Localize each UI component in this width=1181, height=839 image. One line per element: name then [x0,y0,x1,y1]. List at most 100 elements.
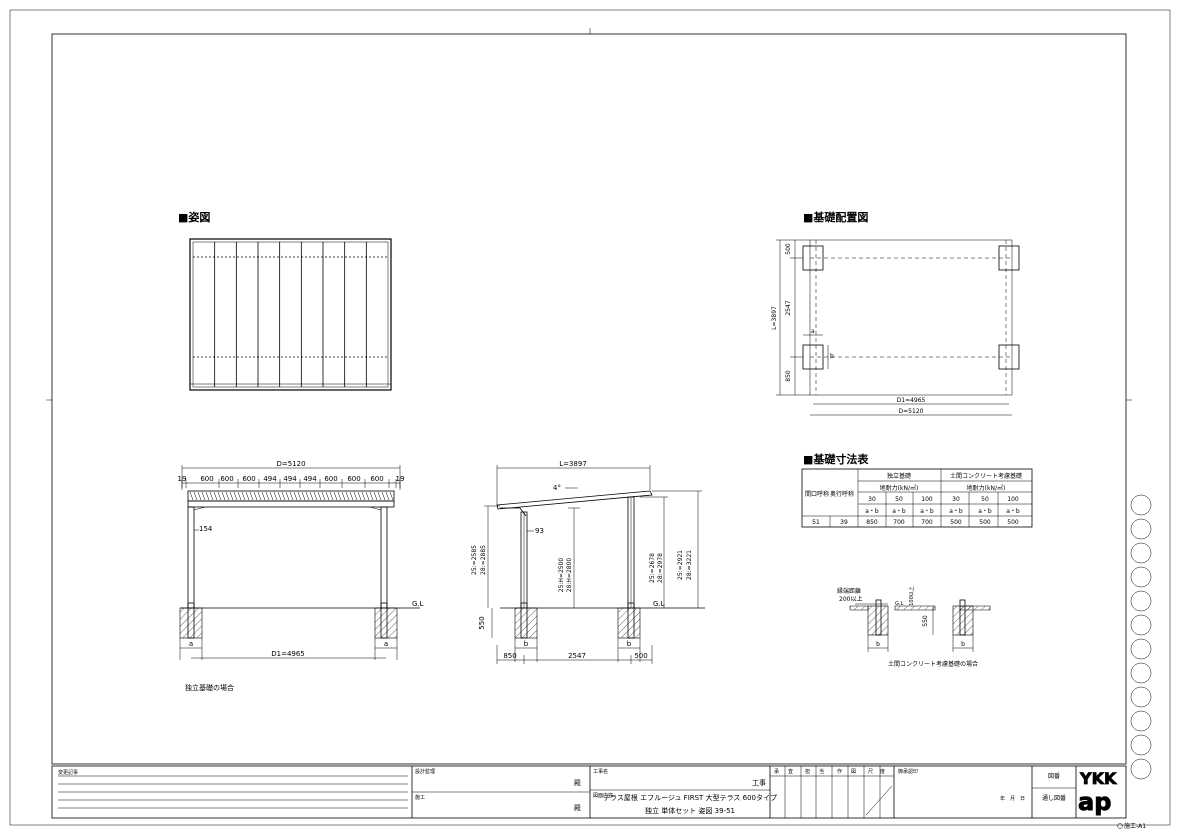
gl-label-front: G.L [412,600,424,608]
svg-text:YKK: YKK [1079,769,1117,788]
dim-93: 93 [535,527,544,535]
dim-mid-h-25: 25:=2678 [649,553,656,583]
roof-pattern-stroke [237,491,242,501]
roof-pattern-stroke [317,491,322,501]
ab-val-3: a・b [920,508,934,515]
roof-pattern-stroke [257,491,262,501]
dim-span-9: 600 [370,475,383,483]
foundation-layout-plan: 500 2547 L=3897 850 a b D1=4965 D=5120 [771,239,1020,416]
revision-circle [1130,662,1152,684]
roof-pattern-stroke [213,491,218,501]
plan-dim-2547: 2547 [785,300,792,315]
roof-pattern-stroke [269,491,274,501]
roof-pattern-stroke [377,491,382,501]
plan-dim-850: 850 [785,370,792,382]
dim-D: D=5120 [276,460,305,468]
dim-span-4: 494 [263,475,277,483]
tb-dono-2: 殿 [574,804,581,812]
plan-dim-D1: D1=4965 [897,397,926,404]
dim-550-side: 550 [478,616,486,629]
roof-pattern-stroke [273,491,278,501]
svg-text:ap: ap [1078,788,1111,816]
roof-pattern-stroke [281,491,286,501]
tb-col-7: 尺 [868,769,873,775]
edge-distance-value: 200以上 [839,595,862,603]
roof-plan-view [189,238,392,391]
revision-circle [1130,518,1152,540]
ab-val-6: a・b [1006,508,1020,515]
dim-850-side: 850 [503,652,516,660]
dim-left-h-28: 28:=2885 [480,545,487,575]
th-span: 間口呼称 [805,490,829,498]
tb-content-line2: 独立 単体セット 姿図 39-51 [645,806,735,815]
roof-pattern-stroke [245,491,250,501]
ab-val-1: a・b [865,508,879,515]
roof-pattern-stroke [221,491,226,501]
tb-design-supervisor: 設計監理 [415,768,435,775]
revision-circle [1130,710,1152,732]
note-independent-foundation: 独立基礎の場合 [185,683,234,692]
tb-work-name: 工事名 [593,768,608,775]
tb-col-5: 作 [837,768,842,775]
cap-val-5: 50 [981,496,989,503]
row-v5: 500 [979,519,991,526]
tb-builder: 施工 [415,794,425,801]
tb-code: 施工-A1 [1124,822,1146,830]
dim-500-side: 500 [634,652,647,660]
revision-circle [1130,566,1152,588]
gl-label-detail: G.L [895,601,903,607]
dim-span-5: 494 [283,475,297,483]
cap-val-6: 100 [1007,496,1019,503]
roof-pattern-stroke [233,491,238,501]
roof-pattern-stroke [365,491,370,501]
tb-zuban: 図番 [1048,773,1060,780]
tb-col-3: 担 [805,768,810,775]
roof-pattern-stroke [381,491,386,501]
revision-circle [1130,638,1152,660]
dim-D1-front: D1=4965 [271,650,305,658]
roof-pattern-stroke [329,491,334,501]
roof-pattern-stroke [261,491,266,501]
plan-dim-D: D=5120 [899,408,924,415]
roof-pattern-stroke [341,491,346,501]
revision-circle [1130,734,1152,756]
title-block: 変更記事 設計監理 施工 殿 殿 工事名 工事 図面内容 テラス屋根 エフルージ… [51,765,1127,819]
dim-span-8: 600 [347,475,360,483]
roof-pattern-stroke [337,491,342,501]
plan-dim-a: a [811,328,815,335]
dim-span-7: 600 [324,475,337,483]
dim-mid-h-28: 28:=2978 [657,553,664,583]
tb-content-line1: テラス屋根 エフルージュ FIRST 大型テラス 600タイプ [603,793,777,802]
roof-pattern-stroke [305,491,310,501]
cap-val-1: 30 [868,496,876,503]
th-earth-concrete: 土間コンクリート考慮基礎 [950,472,1022,480]
row-span: 51 [812,519,820,526]
roof-pattern-stroke [385,491,390,501]
dim-b-side-left: b [524,640,529,648]
th-capacity-1: 地耐力(kN/㎡) [880,484,919,492]
roof-pattern-stroke [265,491,270,501]
dim-b-side-right: b [627,640,632,648]
detail-b-left: b [876,641,880,648]
cap-val-3: 100 [921,496,933,503]
roof-pattern-stroke [361,491,366,501]
side-elevation: L=3897 4° 93 25:=2585 28:=2885 25:H=2500… [471,460,705,664]
tb-drawing-content: 図面内容 [593,792,613,799]
roof-pattern-stroke [197,491,202,501]
revision-circles [1130,494,1152,780]
dim-span-3: 600 [242,475,255,483]
roof-pattern-stroke [209,491,214,501]
th-depth: 奥行呼称 [830,490,854,498]
th-independent: 独立基礎 [887,472,911,480]
gl-label-side: G.L [653,600,665,608]
roof-pattern-stroke [289,491,294,501]
plan-dim-L: L=3897 [771,306,778,330]
roof-pattern-stroke [229,491,234,501]
revision-circle [1130,758,1152,780]
tb-change-log: 変更記事 [58,769,78,776]
tb-col-1: 承 [774,768,779,775]
roof-pattern-stroke [357,491,362,501]
roof-pattern-stroke [373,491,378,501]
